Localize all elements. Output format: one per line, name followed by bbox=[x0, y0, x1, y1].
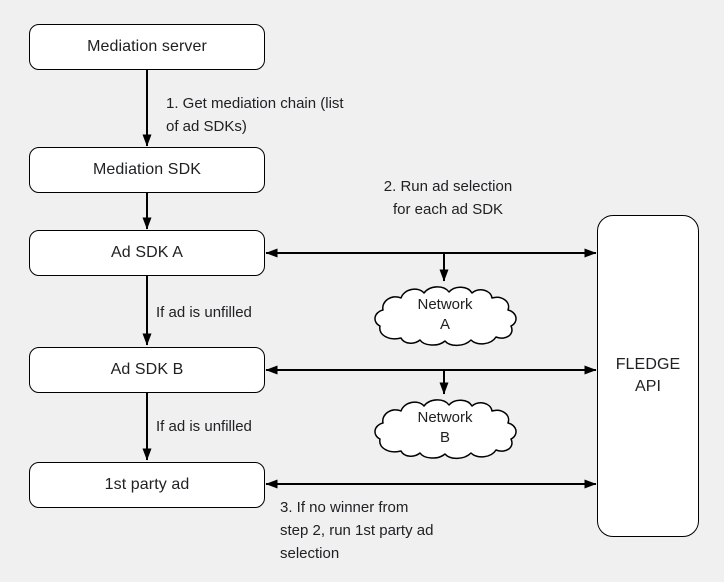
annotation-if-unfilled-b: If ad is unfilled bbox=[156, 418, 252, 435]
node-first-party-ad: 1st party ad bbox=[29, 462, 265, 508]
annotation-step2: 2. Run ad selection for each ad SDK bbox=[383, 178, 513, 218]
node-label: FLEDGE API bbox=[615, 356, 681, 395]
node-label: Mediation SDK bbox=[92, 161, 202, 178]
annotation-if-unfilled-a: If ad is unfilled bbox=[156, 304, 252, 321]
annotation-step3: 3. If no winner from step 2, run 1st par… bbox=[280, 499, 434, 562]
node-label: Ad SDK B bbox=[110, 361, 184, 378]
network-a-label: Network A bbox=[417, 296, 473, 333]
node-label: Mediation server bbox=[87, 38, 207, 55]
node-label: 1st party ad bbox=[104, 476, 190, 493]
annotation-step1: 1. Get mediation chain (list of ad SDKs) bbox=[166, 95, 344, 135]
network-b-label: Network B bbox=[417, 409, 473, 446]
node-fledge-api: FLEDGE API bbox=[597, 215, 699, 537]
node-ad-sdk-a: Ad SDK A bbox=[29, 230, 265, 276]
node-label: Ad SDK A bbox=[111, 244, 183, 261]
node-ad-sdk-b: Ad SDK B bbox=[29, 347, 265, 393]
node-mediation-server: Mediation server bbox=[29, 24, 265, 70]
node-mediation-sdk: Mediation SDK bbox=[29, 147, 265, 193]
